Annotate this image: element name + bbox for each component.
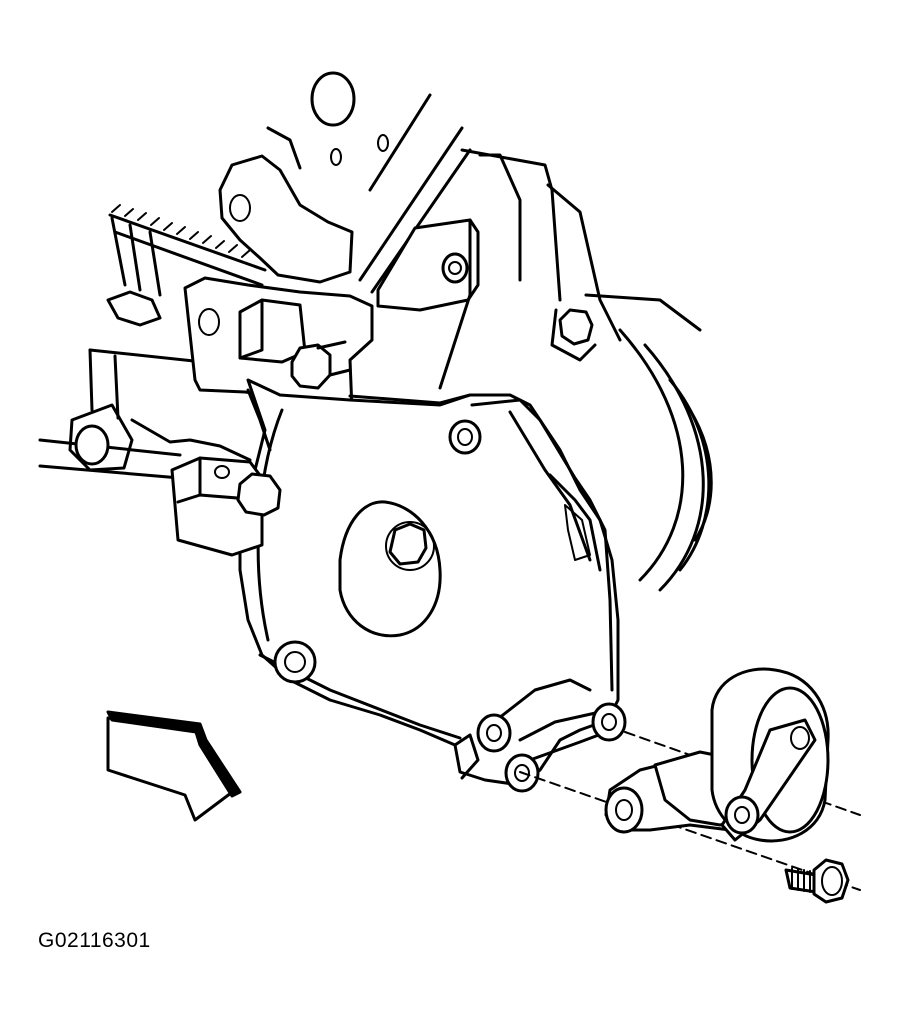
- upper-hole-1: [330, 148, 342, 166]
- right-mount-hole-inner: [448, 261, 462, 275]
- bracket-hole-left: [273, 640, 317, 684]
- left-bracket-block: [170, 456, 282, 557]
- bracket-hole-lower-2-inner: [601, 713, 617, 731]
- engine-block-outline: [38, 71, 713, 592]
- left-vertical-2: [113, 354, 120, 420]
- engine-side-bolt-boss: [550, 308, 597, 362]
- left-block-hole: [214, 465, 230, 479]
- engine-side-bolt: [550, 308, 597, 362]
- curve-4: [688, 408, 713, 542]
- bracket-slot: [564, 504, 591, 561]
- bracket-foot: [453, 733, 480, 780]
- tensioner-pivot-inner: [615, 799, 633, 821]
- upper-bracket: [183, 276, 374, 412]
- upper-bracket-hole: [198, 308, 220, 336]
- center-bolt-hex: [388, 522, 428, 566]
- diagonal-rod-3: [370, 148, 472, 294]
- curve-2: [643, 343, 705, 592]
- bracket-hole-top: [448, 419, 482, 455]
- block-right-edge-2: [478, 153, 522, 282]
- block-right-edge-1: [460, 148, 562, 302]
- diagonal-rod-2: [358, 126, 464, 282]
- tensioner-link-hole-top: [790, 726, 810, 750]
- curve-3: [668, 378, 711, 572]
- right-mount-hole: [441, 252, 469, 284]
- block-top-edge: [266, 126, 302, 170]
- arrow-shade: [106, 710, 242, 798]
- bracket-arm-inner-2: [548, 473, 602, 572]
- bracket-arm-inner-1: [508, 410, 592, 562]
- upper-plug: [310, 71, 356, 127]
- center-bolt-washer: [385, 521, 435, 571]
- right-upper-mount: [376, 218, 480, 390]
- diagonal-rod-1: [368, 93, 432, 192]
- bracket-leg-2: [518, 710, 602, 742]
- upper-bracket-block: [238, 298, 307, 364]
- tensioner-link-hole-bottom-inner: [734, 806, 750, 824]
- belt-grid-hatch: [111, 204, 251, 258]
- left-vertical-1: [88, 348, 94, 412]
- tensioner-bolt-thread: [791, 867, 811, 893]
- block-right-edge-4: [584, 293, 702, 332]
- engine-side-bolt-hex: [558, 308, 594, 346]
- bracket-hole-lower-3-inner: [514, 764, 530, 782]
- upper-hole-2: [377, 134, 389, 152]
- left-boss: [68, 403, 134, 472]
- accessory-bracket: [238, 378, 627, 793]
- left-horizontal-1: [38, 438, 182, 457]
- bracket-hole-lower-2: [591, 702, 627, 742]
- left-support: [130, 418, 252, 462]
- upper-bracket-edge: [238, 298, 264, 360]
- right-mount-side: [438, 218, 472, 390]
- bracket-hole-lower-1-inner: [486, 724, 502, 742]
- tensioner-bolt-head-face: [821, 866, 843, 896]
- left-horizontal-2: [38, 464, 182, 480]
- bracket-hole-left-inner: [284, 651, 306, 673]
- tensioner-link-hole-bottom: [724, 795, 760, 835]
- upper-mount: [218, 154, 354, 284]
- bracket-top-rib: [348, 393, 472, 405]
- left-bolt-hex: [236, 472, 282, 517]
- figure-caption-id: G02116301: [38, 929, 151, 952]
- block-right-edge-3: [546, 183, 622, 342]
- alignment-dash-1: [519, 771, 861, 891]
- bracket-hole-lower-1: [476, 713, 512, 753]
- bracket-leg-1: [488, 678, 592, 727]
- left-bracket-stub: [106, 290, 162, 327]
- upper-bolt-hex: [290, 343, 332, 390]
- left-boss-hole: [74, 424, 110, 466]
- belt-tensioner: [604, 667, 830, 843]
- bracket-left-edge-rib: [246, 388, 272, 452]
- upper-bolt-stem: [316, 340, 352, 377]
- tensioner-bolt: [784, 858, 850, 904]
- belt-grid: [108, 213, 267, 297]
- view-direction-arrow: [106, 710, 242, 822]
- tensioner-bolt-shank: [784, 868, 818, 894]
- right-mount-plate: [376, 218, 480, 312]
- curve-1: [618, 328, 685, 582]
- upper-mount-hole: [229, 194, 251, 222]
- bracket-hole-top-inner: [457, 428, 473, 446]
- bracket-arm-outline: [470, 398, 614, 692]
- tensioner-pivot: [604, 786, 644, 834]
